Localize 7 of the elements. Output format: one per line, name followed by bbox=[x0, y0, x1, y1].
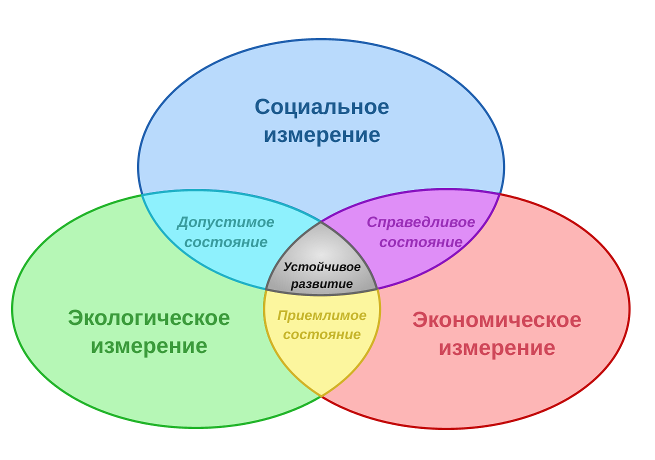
dimension-title: Социальное измерение bbox=[253, 92, 391, 149]
overlap-label: Допустимое состояние bbox=[176, 212, 276, 253]
dimension-title: Экологическое измерение bbox=[66, 304, 232, 360]
dimension-title: Экономическое измерение bbox=[411, 306, 583, 362]
center-label: Устойчивое развитие bbox=[282, 258, 362, 293]
overlap-label: Приемлимое состояние bbox=[276, 306, 368, 344]
overlap-label: Справедливое состояние bbox=[366, 212, 476, 253]
